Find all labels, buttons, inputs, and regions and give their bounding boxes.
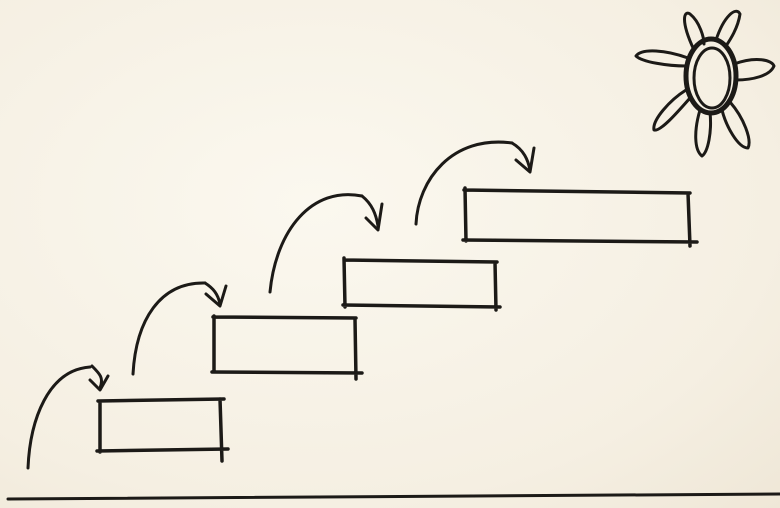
step-box-4	[461, 186, 699, 248]
arrow-step-1-to-step-2	[131, 281, 228, 376]
arrow-ground-to-step-1	[26, 364, 110, 470]
step-box-2	[210, 314, 364, 381]
arrow-step-3-to-step-4	[414, 140, 536, 226]
sun-icon	[634, 9, 776, 158]
ground-line	[6, 492, 780, 501]
step-box-3	[341, 256, 502, 312]
step-box-1	[95, 397, 230, 463]
arrow-step-2-to-step-3	[268, 193, 384, 294]
